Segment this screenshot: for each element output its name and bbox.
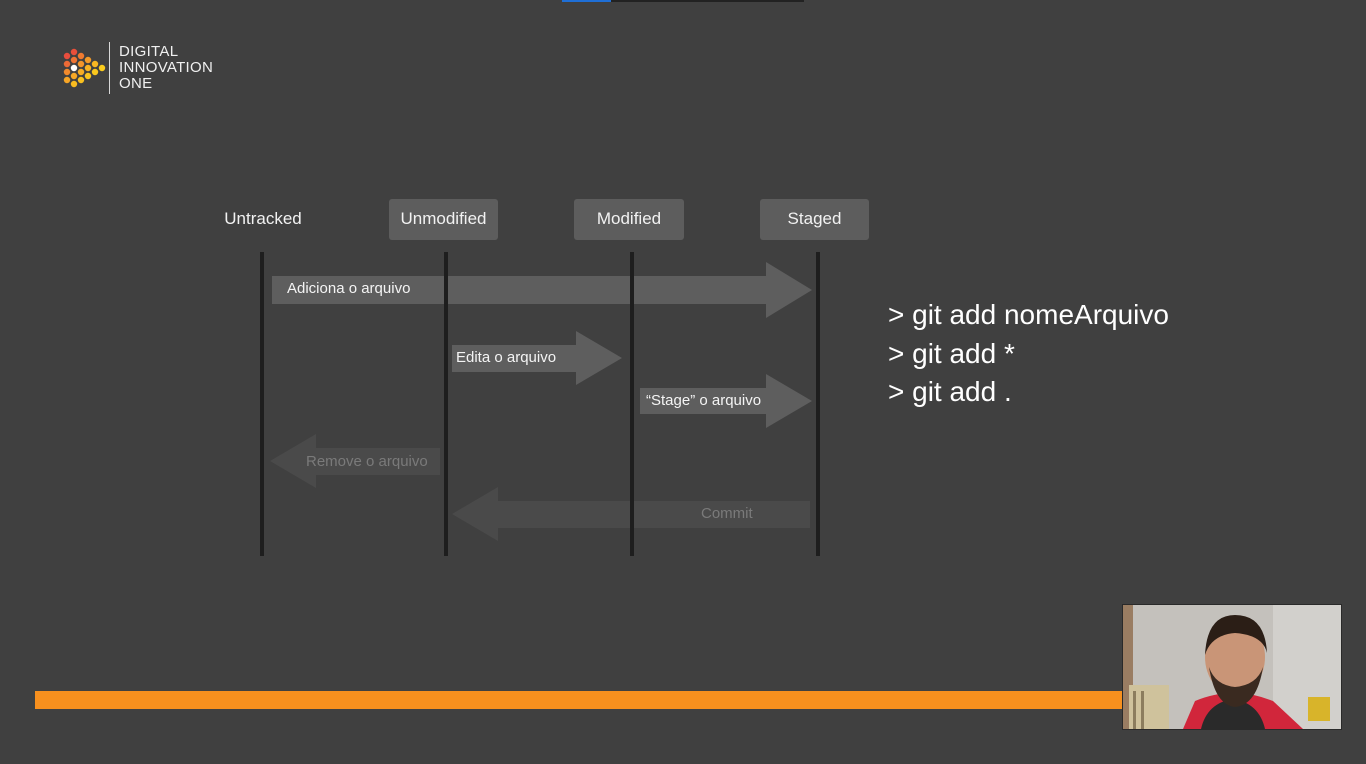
state-untracked: Untracked — [224, 209, 302, 228]
command-line-1: > git add nomeArquivo — [888, 299, 1169, 330]
command-line-3: > git add . — [888, 376, 1012, 407]
logo-line-2: INNOVATION — [119, 59, 214, 76]
arrow-commit-label: Commit — [701, 505, 753, 522]
git-commands: > git add nomeArquivo > git add * > git … — [888, 296, 1169, 412]
logo-hexagon-icon — [63, 48, 106, 88]
arrow-remove-label: Remove o arquivo — [306, 453, 428, 470]
arrow-add — [272, 262, 812, 318]
state-unmodified: Unmodified — [389, 199, 498, 240]
accent-bar — [35, 691, 1125, 709]
state-staged: Staged — [760, 199, 869, 240]
arrow-add-label: Adiciona o arquivo — [287, 280, 411, 297]
state-modified: Modified — [574, 199, 684, 240]
video-progress-fill — [562, 0, 611, 2]
presenter-video-icon — [1123, 605, 1341, 729]
logo-divider — [109, 42, 110, 94]
lifeline-staged — [816, 252, 820, 556]
arrow-edit — [452, 331, 622, 385]
lifeline-unmodified — [444, 252, 448, 556]
arrow-remove — [270, 434, 440, 488]
video-progress-bar[interactable] — [562, 0, 804, 2]
logo-line-1: DIGITAL — [119, 43, 179, 60]
digital-innovation-one-logo: DIGITAL INNOVATION ONE — [62, 42, 242, 98]
arrow-edit-label: Edita o arquivo — [456, 349, 557, 366]
logo-line-3: ONE — [119, 75, 153, 92]
logo-wordmark: DIGITAL INNOVATION ONE — [119, 44, 213, 92]
lifeline-modified — [630, 252, 634, 556]
lifeline-untracked — [260, 252, 264, 556]
arrow-stage-label: “Stage” o arquivo — [646, 392, 762, 409]
presenter-webcam — [1122, 604, 1342, 730]
command-line-2: > git add * — [888, 337, 1015, 369]
arrow-stage — [640, 374, 812, 428]
